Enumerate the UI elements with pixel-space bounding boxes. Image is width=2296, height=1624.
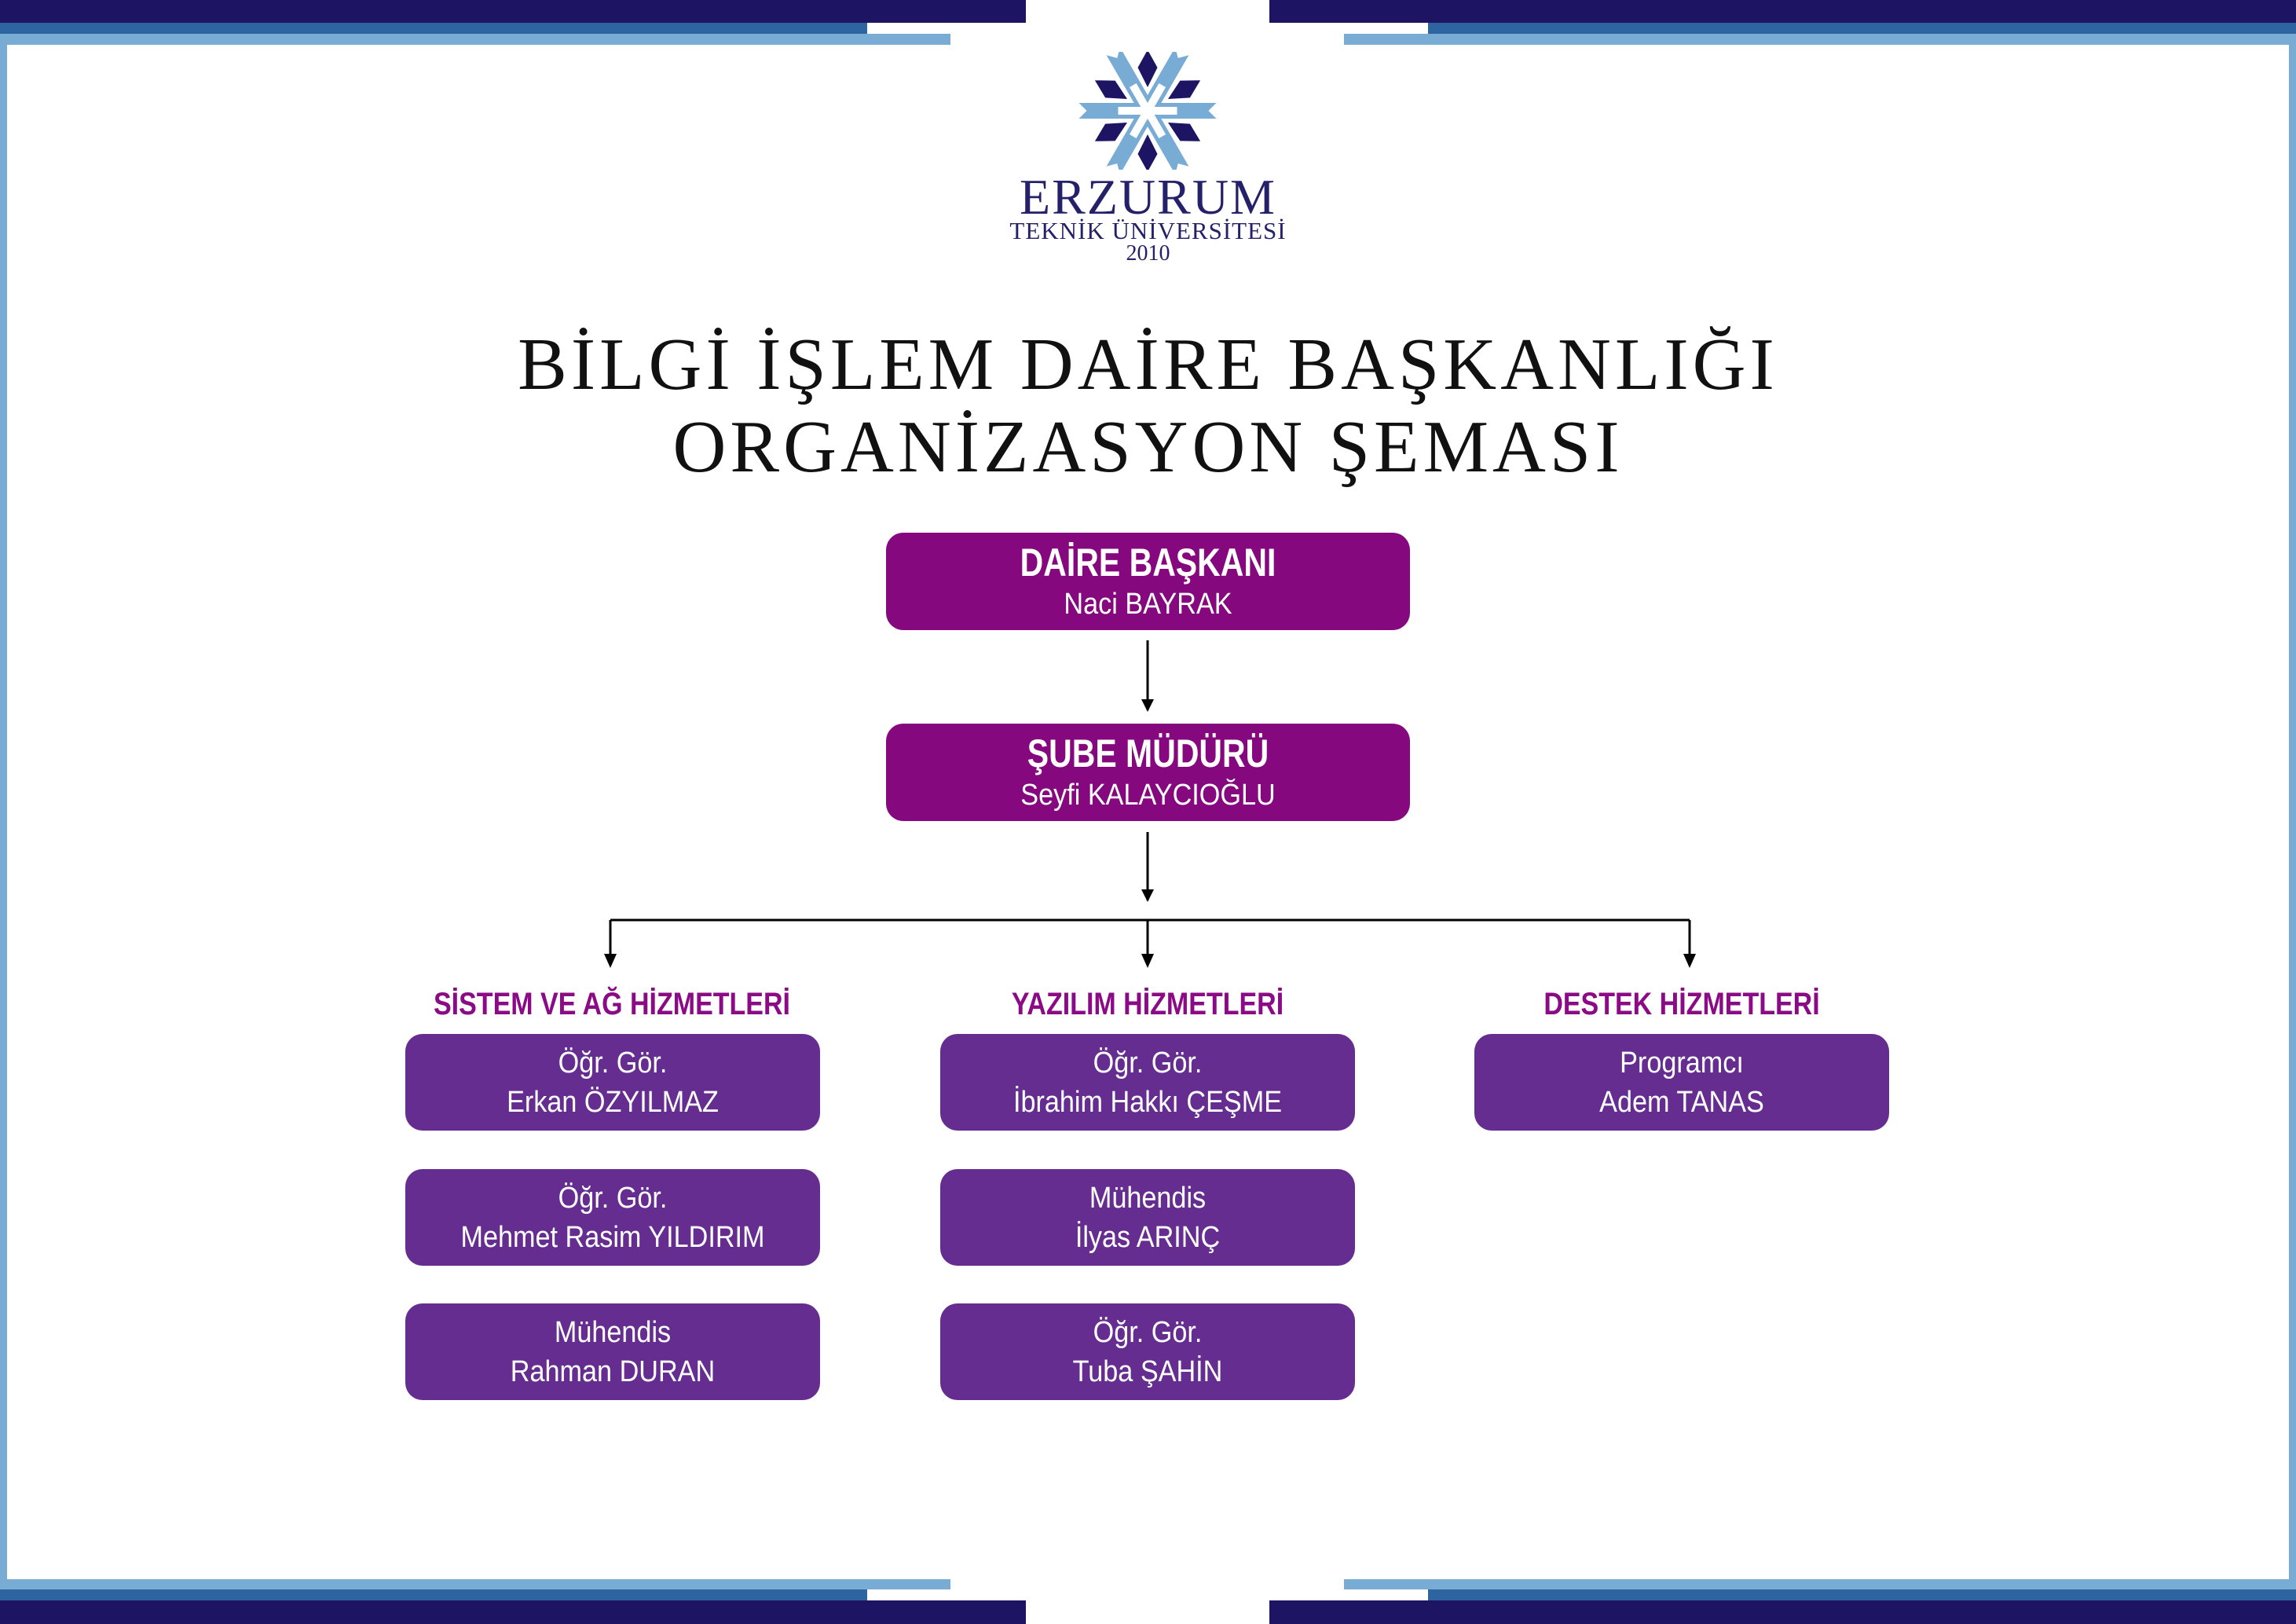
staff-name: Adem TANAS (1599, 1085, 1764, 1119)
staff-name: Erkan ÖZYILMAZ (507, 1085, 719, 1119)
logo-name: ERZURUM (1020, 169, 1276, 225)
staff-name: Mehmet Rasim YILDIRIM (460, 1220, 765, 1254)
left-border (0, 34, 7, 1589)
logo-year: 2010 (1126, 241, 1170, 266)
bottom-left-navy-bar (0, 1600, 1026, 1624)
bottom-left-light-bar (0, 1579, 950, 1589)
staff-title: Mühendis (554, 1315, 672, 1349)
department-head-role: DAİRE BAŞKANI (1020, 541, 1276, 585)
right-border (2289, 34, 2296, 1589)
bottom-right-blue-bar (1428, 1589, 2296, 1600)
branch-manager-box: ŞUBE MÜDÜRÜ Seyfi KALAYCIOĞLU (886, 724, 1410, 821)
staff-title: Öğr. Gör. (558, 1181, 668, 1215)
top-left-light-bar (0, 34, 950, 45)
staff-title: Mühendis (1089, 1181, 1207, 1215)
staff-title: Programcı (1620, 1046, 1744, 1080)
staff-box: Öğr. Gör. Erkan ÖZYILMAZ (405, 1034, 820, 1131)
department-head-name: Naci BAYRAK (1064, 588, 1232, 621)
department-head-box: DAİRE BAŞKANI Naci BAYRAK (886, 533, 1410, 630)
dept-heading-software: YAZILIM HİZMETLERİ (1011, 987, 1284, 1021)
page-title-line1: BİLGİ İŞLEM DAİRE BAŞKANLIĞI (518, 324, 1778, 405)
page-title-line2: ORGANİZASYON ŞEMASI (672, 406, 1624, 488)
bottom-right-light-bar (1344, 1579, 2296, 1589)
logo-subtitle: TEKNİK ÜNİVERSİTESİ (1009, 217, 1287, 244)
bottom-left-blue-bar (0, 1589, 867, 1600)
arrowhead-icon (1141, 889, 1154, 902)
staff-name: Tuba ŞAHİN (1072, 1355, 1223, 1388)
arrowhead-icon (604, 954, 617, 968)
staff-box: Öğr. Gör. Tuba ŞAHİN (940, 1303, 1355, 1400)
staff-name: İlyas ARINÇ (1075, 1220, 1221, 1254)
top-right-navy-bar (1269, 0, 2296, 23)
staff-name: Rahman DURAN (510, 1355, 716, 1388)
bottom-right-navy-bar (1269, 1600, 2296, 1624)
university-snowflake-logo (1078, 52, 1217, 170)
staff-title: Öğr. Gör. (558, 1046, 668, 1080)
arrowhead-icon (1141, 954, 1154, 968)
top-right-light-bar (1344, 34, 2296, 45)
top-right-blue-bar (1428, 23, 2296, 34)
arrowhead-icon (1141, 699, 1154, 712)
staff-box: Öğr. Gör. İbrahim Hakkı ÇEŞME (940, 1034, 1355, 1131)
arrowhead-icon (1683, 954, 1696, 968)
top-left-blue-bar (0, 23, 867, 34)
dept-heading-support: DESTEK HİZMETLERİ (1543, 987, 1820, 1021)
staff-box: Öğr. Gör. Mehmet Rasim YILDIRIM (405, 1169, 820, 1266)
staff-name: İbrahim Hakkı ÇEŞME (1013, 1085, 1283, 1119)
branch-manager-role: ŞUBE MÜDÜRÜ (1027, 731, 1269, 775)
staff-title: Öğr. Gör. (1093, 1315, 1203, 1349)
top-left-navy-bar (0, 0, 1026, 23)
branch-manager-name: Seyfi KALAYCIOĞLU (1020, 779, 1276, 812)
dept-heading-system-network: SİSTEM VE AĞ HİZMETLERİ (433, 987, 790, 1021)
staff-title: Öğr. Gör. (1093, 1046, 1203, 1080)
